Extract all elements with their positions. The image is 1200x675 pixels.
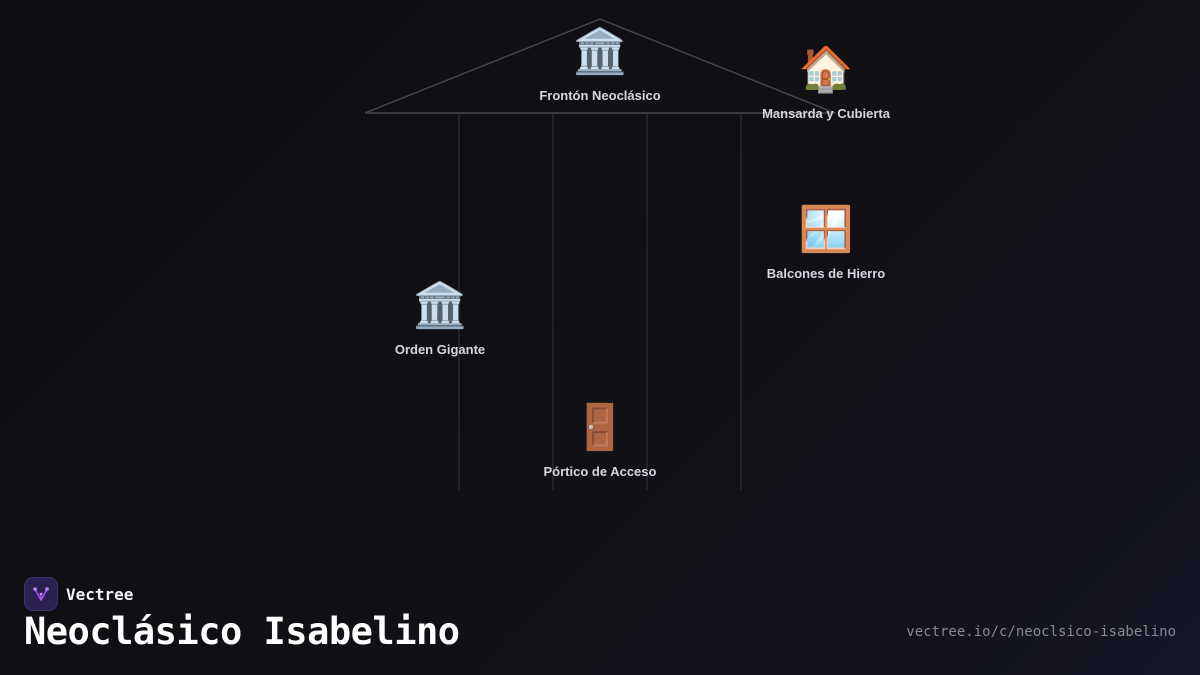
classical-building-icon: 🏛️ [412,281,468,330]
house-icon: 🏠 [798,45,854,94]
pediment-triangle [364,18,836,114]
door-icon: 🚪 [572,403,628,452]
classical-building-icon: 🏛️ [572,27,628,76]
brand-name: Vectree [66,584,134,604]
node-label: Mansarda y Cubierta [762,106,890,121]
window-icon: 🪟 [798,205,854,254]
brand[interactable]: Vectree [24,577,133,611]
node-orden-gigante[interactable]: 🏛️ Orden Gigante [350,280,530,357]
node-label: Frontón Neoclásico [539,88,661,103]
node-portico-de-acceso[interactable]: 🚪 Pórtico de Acceso [510,402,690,479]
node-label: Pórtico de Acceso [543,464,657,479]
page-title: Neoclásico Isabelino [24,610,460,653]
node-balcones-de-hierro[interactable]: 🪟 Balcones de Hierro [736,204,916,281]
node-label: Balcones de Hierro [766,266,886,281]
node-mansarda-y-cubierta[interactable]: 🏠 Mansarda y Cubierta [736,44,916,121]
node-fronton-neoclasico[interactable]: 🏛️ Frontón Neoclásico [510,26,690,103]
page-url[interactable]: vectree.io/c/neoclsico-isabelino [906,624,1176,640]
vectree-logo-icon [24,577,58,611]
node-label: Orden Gigante [394,342,486,357]
